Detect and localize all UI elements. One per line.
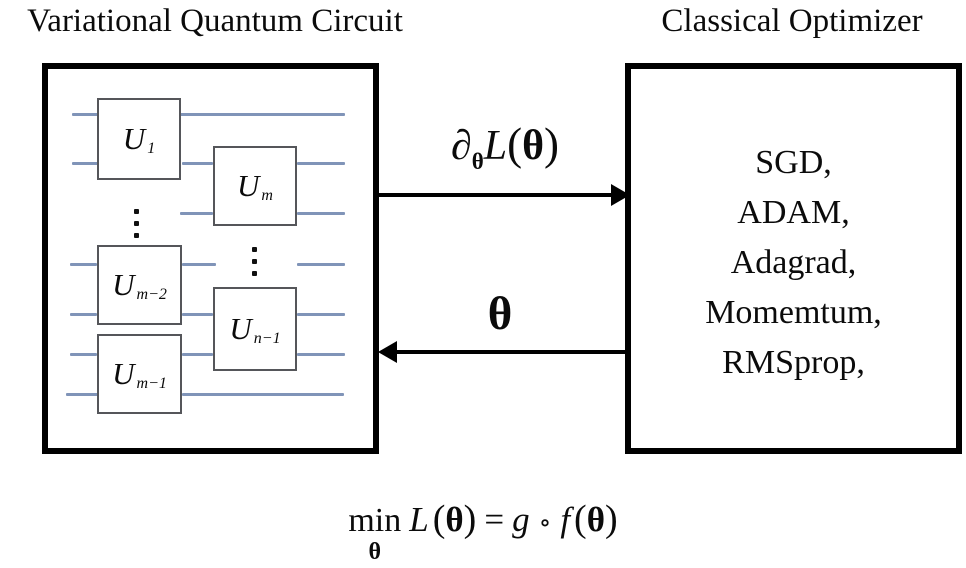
classical-optimizer-title: Classical Optimizer <box>661 3 923 39</box>
paren-open: ( <box>432 498 446 540</box>
gate-subscript: m−2 <box>136 286 167 303</box>
loss-symbol: L <box>483 123 508 169</box>
paren-close: ) <box>544 119 560 169</box>
arrowhead-right-icon <box>611 184 630 206</box>
equals-sign: = <box>484 500 505 539</box>
gate-label: U <box>237 168 260 203</box>
gate-label: U <box>112 267 135 302</box>
theta-arrow-line <box>396 350 625 354</box>
theta-subscript: θ <box>471 149 484 174</box>
gate-label: U <box>229 311 252 346</box>
f-symbol: f <box>560 500 571 539</box>
qubit-wire <box>182 393 344 396</box>
qubit-wire <box>297 263 345 266</box>
g-symbol: g <box>512 500 530 539</box>
paren-close: ) <box>604 498 618 540</box>
gate-subscript: m <box>261 187 273 204</box>
qubit-wire <box>180 113 345 116</box>
optimizer-panel: SGD, ADAM, Adagrad, Momemtum, RMSprop, <box>625 63 962 454</box>
arrowhead-left-icon <box>378 341 397 363</box>
optimizer-item: Momemtum, <box>705 293 882 331</box>
optimizer-item: Adagrad, <box>730 243 857 281</box>
gate-label: U <box>122 121 146 156</box>
qubit-wire <box>182 313 213 316</box>
min-word: min <box>348 502 402 539</box>
gate-subscript: n−1 <box>253 330 281 347</box>
paren-close: ) <box>463 498 477 540</box>
paren-open: ( <box>574 498 587 540</box>
qubit-wire <box>182 263 216 266</box>
optimizer-item: SGD, <box>755 143 832 181</box>
qubit-wire <box>297 162 345 165</box>
qubit-wire <box>297 212 345 215</box>
qubit-wire <box>182 162 213 165</box>
compose-operator: ∘ <box>538 508 552 537</box>
objective-formula: min θ L ( θ ) = g ∘ f ( θ ) <box>0 497 966 565</box>
loss-symbol: L <box>409 500 429 539</box>
qubit-wire <box>70 263 97 266</box>
theta-symbol: θ <box>445 500 464 539</box>
optimizer-item: ADAM, <box>737 193 850 231</box>
theta-symbol: θ <box>522 123 545 169</box>
min-subscript: θ <box>368 539 382 565</box>
gate-subscript: m−1 <box>136 375 167 392</box>
min-operator: min θ <box>348 502 402 565</box>
qubit-wire <box>70 353 97 356</box>
partial-symbol: ∂ <box>450 123 472 169</box>
paren-open: ( <box>507 119 523 169</box>
gradient-arrow-line <box>379 193 613 197</box>
qubit-wire <box>182 353 213 356</box>
qubit-wire <box>72 162 99 165</box>
optimizer-item: RMSprop, <box>722 343 865 381</box>
vertical-ellipsis-icon <box>134 209 139 238</box>
vertical-ellipsis-icon <box>252 247 257 276</box>
qubit-wire <box>72 113 99 116</box>
qubit-wire <box>297 353 345 356</box>
theta-label: θ <box>487 288 513 340</box>
gate-label: U <box>112 356 135 391</box>
gate-subscript: 1 <box>147 140 156 157</box>
qubit-wire <box>70 313 97 316</box>
qubit-wire <box>66 393 98 396</box>
gradient-label: ∂θL(θ) <box>415 116 595 190</box>
theta-symbol: θ <box>586 500 605 539</box>
quantum-circuit-title: Variational Quantum Circuit <box>27 3 403 39</box>
qubit-wire <box>297 313 345 316</box>
qubit-wire <box>180 212 213 215</box>
